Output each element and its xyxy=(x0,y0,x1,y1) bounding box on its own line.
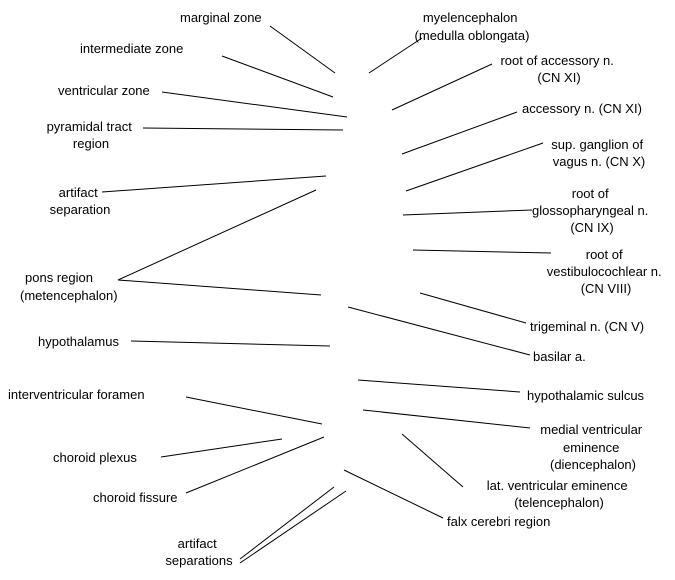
leader-hypothalamic-sulcus xyxy=(357,379,521,393)
leader-trigeminal xyxy=(419,292,527,324)
leader-artifact-separations-1 xyxy=(239,486,335,560)
leader-pyramidal-tract xyxy=(142,127,344,131)
leader-choroid-fissure xyxy=(185,436,325,494)
label-falx-cerebri: falx cerebri region xyxy=(447,514,550,529)
leader-basilar xyxy=(347,306,531,356)
leader-root-vestibulocochlear xyxy=(412,249,552,254)
label-pons-region: pons region (metencephalon) xyxy=(20,270,118,303)
label-accessory: accessory n. (CN XI) xyxy=(522,101,642,116)
label-root-vestibulocochlear: root of vestibulocochlear n. (CN VIII) xyxy=(547,247,666,296)
leader-falx-cerebri xyxy=(343,469,444,519)
leader-artifact-separation xyxy=(101,175,327,193)
label-hypothalamus: hypothalamus xyxy=(38,334,119,349)
label-artifact-separation: artifact separation xyxy=(50,185,111,217)
label-root-glossopharyngeal: root of glossopharyngeal n. (CN IX) xyxy=(532,186,652,235)
label-medial-ventricular-eminence: medial ventricular eminence (diencephalo… xyxy=(540,422,646,472)
leader-accessory xyxy=(401,111,518,155)
label-choroid-plexus: choroid plexus xyxy=(53,450,137,465)
leader-intermediate-zone xyxy=(221,55,334,98)
leader-lat-ventricular-eminence xyxy=(401,433,464,488)
label-artifact-separations: artifact separations xyxy=(165,536,233,568)
label-marginal-zone: marginal zone xyxy=(180,10,262,25)
label-sup-ganglion-vagus: sup. ganglion of vagus n. (CN X) xyxy=(551,137,646,169)
leader-ventricular-zone xyxy=(161,91,348,118)
label-interventricular-foramen: interventricular foramen xyxy=(8,387,145,402)
leader-marginal-zone xyxy=(269,25,336,74)
leader-choroid-plexus xyxy=(160,438,283,458)
leader-root-accessory xyxy=(391,63,493,111)
label-ventricular-zone: ventricular zone xyxy=(58,83,150,98)
label-hypothalamic-sulcus: hypothalamic sulcus xyxy=(527,388,645,403)
label-choroid-fissure: choroid fissure xyxy=(93,490,178,505)
leader-root-glossopharyngeal xyxy=(402,209,533,216)
label-root-accessory: root of accessory n. (CN XI) xyxy=(500,53,617,85)
leader-myelencephalon xyxy=(368,37,423,74)
label-lat-ventricular-eminence: lat. ventricular eminence (telencephalon… xyxy=(487,478,632,510)
label-intermediate-zone: intermediate zone xyxy=(80,41,183,56)
label-trigeminal: trigeminal n. (CN V) xyxy=(530,319,644,334)
leader-sup-ganglion-vagus xyxy=(405,142,544,192)
leader-medial-ventricular-eminence xyxy=(362,409,531,429)
leader-pons-region-1 xyxy=(117,189,317,281)
leader-artifact-separations-2 xyxy=(239,490,347,564)
label-myelencephalon: myelencephalon (medulla oblongata) xyxy=(415,10,530,43)
leader-interventricular-foramen xyxy=(185,396,323,425)
label-pyramidal-tract: pyramidal tract region xyxy=(47,119,136,151)
leader-pons-region-2 xyxy=(117,279,322,296)
leader-hypothalamus xyxy=(130,340,331,347)
label-basilar: basilar a. xyxy=(533,349,586,364)
